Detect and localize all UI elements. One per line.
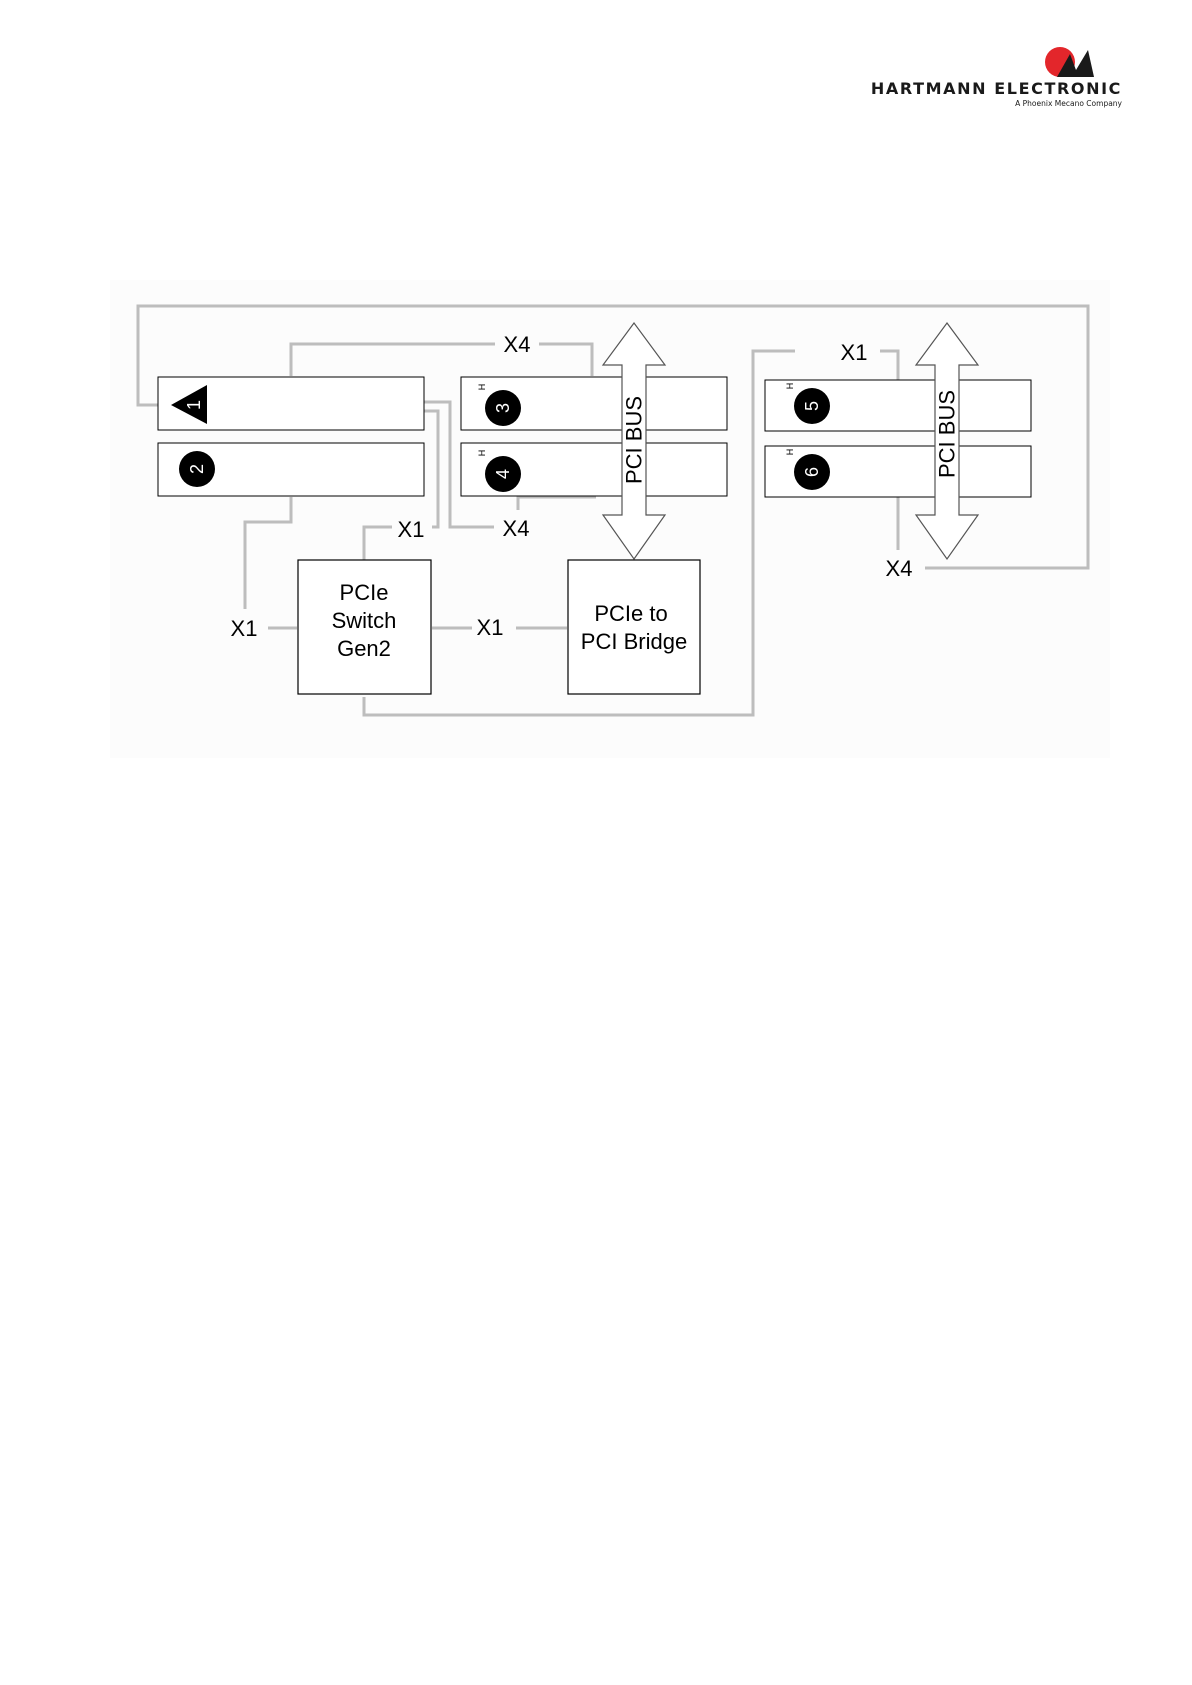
slot-3-flag: H [477, 384, 487, 391]
slot-4-number: 4 [493, 469, 513, 479]
pci-bus-right-label: PCI BUS [935, 390, 960, 478]
slot-1: 1 [158, 377, 424, 430]
slot-3: 3 H [461, 377, 727, 430]
link-label-x4-top: X4 [504, 332, 531, 357]
slot-5: 5 H [765, 380, 1031, 431]
slot-4: 4 H [461, 443, 727, 496]
slot-2: 2 [158, 443, 424, 496]
slot-1-number: 1 [184, 400, 204, 410]
slot-5-flag: H [785, 383, 795, 390]
slot-6: 6 H [765, 446, 1031, 497]
pci-bridge-box: PCIe to PCI Bridge [568, 560, 700, 694]
slot-5-number: 5 [802, 401, 822, 411]
slot-4-flag: H [477, 450, 487, 457]
slot-3-number: 3 [493, 403, 513, 413]
pcie-topology-diagram: 1 2 3 H 4 H 5 H 6 H PCI BUS PCI BUS [0, 0, 1192, 760]
pci-bridge-line-1: PCIe to [594, 601, 667, 626]
link-label-x1-center: X1 [477, 615, 504, 640]
pcie-switch-line-2: Switch [332, 608, 397, 633]
link-label-x1-switch-top: X1 [398, 517, 425, 542]
link-label-x4-mid: X4 [503, 516, 530, 541]
slot-6-number: 6 [802, 467, 822, 477]
link-label-x1-top-right: X1 [841, 340, 868, 365]
slot-2-number: 2 [187, 464, 207, 474]
pci-bridge-outline [568, 560, 700, 694]
pcie-switch-line-3: Gen2 [337, 636, 391, 661]
link-label-x1-left: X1 [231, 616, 258, 641]
pci-bridge-line-2: PCI Bridge [581, 629, 687, 654]
pci-bus-left-label: PCI BUS [622, 396, 647, 484]
pcie-switch-line-1: PCIe [340, 580, 389, 605]
pcie-switch-box: PCIe Switch Gen2 [298, 560, 431, 694]
link-label-x4-right: X4 [886, 556, 913, 581]
slot-6-flag: H [785, 449, 795, 456]
